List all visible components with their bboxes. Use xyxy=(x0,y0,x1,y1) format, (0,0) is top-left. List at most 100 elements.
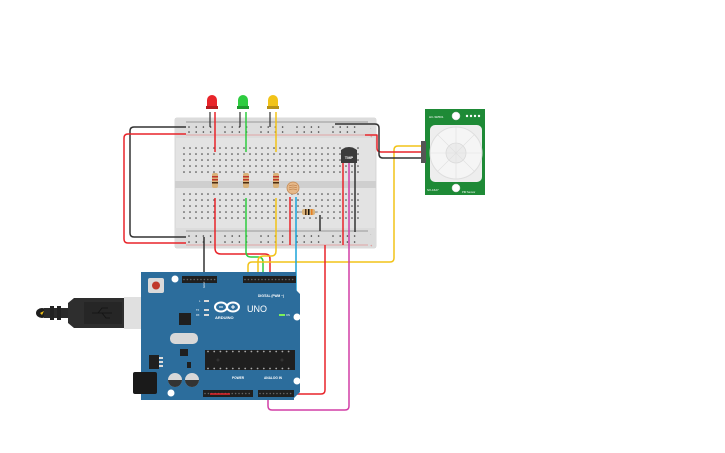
chip-pin xyxy=(244,350,247,353)
breadboard-hole xyxy=(279,211,281,213)
header-pin xyxy=(238,392,240,395)
breadboard-hole xyxy=(207,153,209,155)
wire-pir-signal[interactable] xyxy=(247,145,424,278)
wire-red-to-pin2[interactable] xyxy=(214,198,271,278)
chip-pin xyxy=(250,367,253,370)
wire-yellow-to-pin5[interactable] xyxy=(257,198,277,278)
resistor-ldr[interactable] xyxy=(298,209,318,215)
header-pin xyxy=(281,278,284,281)
pir-sensor[interactable]: HC-SR501 SX-1627 PIR Sensor xyxy=(421,109,485,195)
breadboard-hole xyxy=(327,199,329,201)
breadboard-hole xyxy=(285,171,287,173)
breadboard-hole xyxy=(255,205,257,207)
breadboard-hole xyxy=(273,211,275,213)
header-pin xyxy=(286,392,289,395)
wire-green-to-pin4[interactable] xyxy=(245,198,264,278)
breadboard-hole xyxy=(303,199,305,201)
breadboard-hole xyxy=(285,159,287,161)
breadboard-hole xyxy=(237,193,239,195)
breadboard-hole xyxy=(273,193,275,195)
breadboard-hole xyxy=(213,153,215,155)
breadboard-hole xyxy=(207,193,209,195)
arduino-uno[interactable]: AREF DIGITAL (PWM ~) ARDUINO UNO L TX RX… xyxy=(133,272,301,400)
breadboard-hole xyxy=(189,217,191,219)
breadboard-hole xyxy=(285,217,287,219)
tx-label: TX xyxy=(196,309,200,312)
led-yellow[interactable] xyxy=(267,95,279,109)
led-red[interactable] xyxy=(206,95,218,109)
breadboard-hole xyxy=(189,193,191,195)
breadboard-hole xyxy=(225,205,227,207)
breadboard-hole xyxy=(327,217,329,219)
arduino-model: UNO xyxy=(247,304,267,314)
chip-pin xyxy=(275,350,278,353)
breadboard-hole xyxy=(267,241,270,243)
breadboard-hole xyxy=(333,153,335,155)
breadboard-hole xyxy=(315,165,317,167)
breadboard-hole xyxy=(183,159,185,161)
header-pin xyxy=(274,278,277,281)
wire-pir-vcc[interactable] xyxy=(365,134,424,153)
led-green[interactable] xyxy=(237,95,249,109)
wire-left-red[interactable] xyxy=(123,133,186,244)
breadboard-hole xyxy=(357,153,359,155)
usb-cable[interactable] xyxy=(36,297,142,329)
breadboard-hole xyxy=(281,241,284,243)
pir-mount-hole-top xyxy=(451,111,461,121)
breadboard-hole xyxy=(291,211,293,213)
breadboard-hole xyxy=(231,159,233,161)
breadboard-hole xyxy=(255,159,257,161)
breadboard-hole xyxy=(207,165,209,167)
breadboard-hole xyxy=(339,193,341,195)
breadboard-hole xyxy=(353,126,356,128)
resistor-3[interactable] xyxy=(273,173,279,188)
breadboard-hole xyxy=(332,126,334,128)
header-pin xyxy=(288,278,291,281)
breadboard-hole xyxy=(267,217,269,219)
chip-pin xyxy=(269,350,271,353)
breadboard-hole xyxy=(357,159,359,161)
breadboard-hole xyxy=(255,147,257,149)
breadboard-hole xyxy=(225,147,227,149)
breadboard-hole xyxy=(321,171,323,173)
breadboard-hole xyxy=(351,165,353,167)
wire-left-black[interactable] xyxy=(129,126,186,238)
breadboard-hole xyxy=(285,193,287,195)
breadboard-hole xyxy=(353,241,356,243)
breadboard-hole xyxy=(281,126,284,128)
breadboard-hole xyxy=(303,241,306,243)
resistor-1[interactable] xyxy=(212,173,218,188)
breadboard-hole xyxy=(321,193,323,195)
breadboard-hole xyxy=(213,165,215,167)
on-label: ON xyxy=(286,314,290,317)
chip-pin xyxy=(231,350,234,353)
breadboard-hole xyxy=(267,131,270,133)
breadboard-hole xyxy=(351,193,353,195)
breadboard-hole xyxy=(351,171,353,173)
breadboard-hole xyxy=(357,171,359,173)
breadboard-hole xyxy=(327,159,329,161)
breadboard-hole xyxy=(339,147,341,149)
header-pin xyxy=(289,392,292,395)
breadboard-hole xyxy=(231,153,233,155)
breadboard-hole xyxy=(243,193,245,195)
wire-5v-power[interactable] xyxy=(230,245,326,395)
breadboard-hole xyxy=(357,211,359,213)
breadboard-hole xyxy=(315,159,317,161)
wire-pir-gnd[interactable] xyxy=(335,123,424,159)
chip-pin xyxy=(244,367,247,370)
chip-pin xyxy=(281,350,284,353)
breadboard-hole xyxy=(195,165,197,167)
digital-label: DIGITAL (PWM ~) xyxy=(258,294,284,298)
temperature-sensor[interactable]: TMP xyxy=(341,147,357,163)
breadboard-hole xyxy=(231,217,233,219)
breadboard-hole xyxy=(255,193,257,195)
breadboard-hole xyxy=(317,126,320,128)
chip-pin xyxy=(287,350,290,353)
photoresistor[interactable] xyxy=(286,181,300,195)
chip-pin xyxy=(281,367,284,370)
resistor-2[interactable] xyxy=(243,173,249,188)
breadboard-hole xyxy=(303,147,305,149)
wire-tmp-to-a1[interactable] xyxy=(267,162,350,411)
breadboard-hole xyxy=(225,193,227,195)
